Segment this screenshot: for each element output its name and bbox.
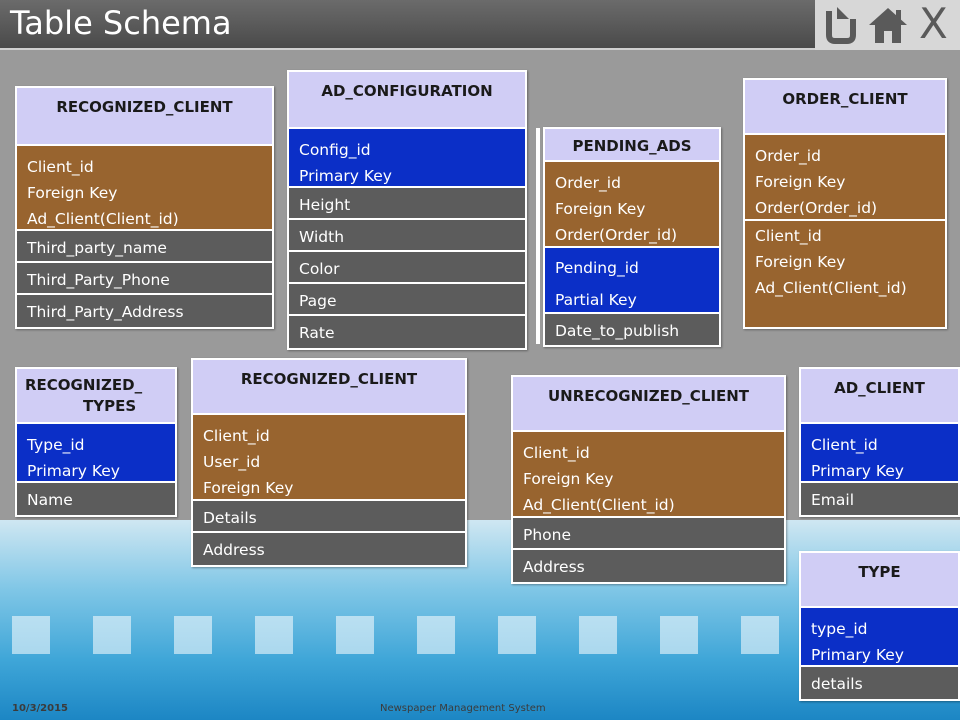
field-text: Client_id — [27, 158, 94, 176]
table-recognized-client-2: RECOGNIZED_CLIENT Client_id User_id Fore… — [191, 358, 467, 567]
field-text: Config_id — [299, 141, 371, 159]
table-row: Height — [289, 188, 525, 220]
table-header: RECOGNIZED_CLIENT — [17, 88, 272, 146]
field-text: Primary Key — [299, 167, 392, 185]
decorative-square — [417, 616, 455, 654]
table-row: Date_to_publish — [545, 314, 719, 345]
table-row: Order_id Foreign Key Order(Order_id) — [545, 162, 719, 248]
slide-title: Table Schema — [10, 4, 232, 42]
table-ad-client: AD_CLIENT Client_id Primary Key Email — [799, 367, 960, 517]
table-header: TYPE — [801, 553, 958, 608]
table-header: ORDER_CLIENT — [745, 80, 945, 135]
field-text: type_id — [811, 620, 868, 638]
table-row: Client_id User_id Foreign Key — [193, 415, 465, 501]
table-row: Third_Party_Phone — [17, 263, 272, 295]
decorative-square — [336, 616, 374, 654]
table-row: Client_id Foreign Key Ad_Client(Client_i… — [745, 221, 945, 327]
decorative-square — [660, 616, 698, 654]
table-recognized-types: RECOGNIZED_ TYPES Type_id Primary Key Na… — [15, 367, 177, 517]
field-text: Foreign Key — [755, 173, 846, 191]
table-row: Client_id Foreign Key Ad_Client(Client_i… — [513, 432, 784, 518]
table-header-line: RECOGNIZED_ — [25, 376, 143, 394]
table-row: Rate — [289, 316, 525, 348]
field-text: User_id — [203, 453, 261, 471]
close-button[interactable]: X — [919, 0, 948, 48]
table-row: Type_id Primary Key — [17, 424, 175, 483]
field-text: Primary Key — [27, 462, 120, 480]
field-text: Partial Key — [555, 291, 637, 309]
footer-date: 10/3/2015 — [12, 703, 69, 714]
table-row: Email — [801, 483, 958, 515]
table-header: RECOGNIZED_ TYPES — [17, 369, 175, 424]
table-header: AD_CLIENT — [801, 369, 958, 424]
table-row: Third_Party_Address — [17, 295, 272, 327]
field-text: Primary Key — [811, 646, 904, 664]
table-row: Address — [193, 533, 465, 565]
back-arrow-icon[interactable] — [821, 5, 859, 45]
decorative-square — [174, 616, 212, 654]
field-text: Type_id — [27, 436, 85, 454]
field-text: Client_id — [523, 444, 590, 462]
field-text: Primary Key — [811, 462, 904, 480]
table-header: RECOGNIZED_CLIENT — [193, 360, 465, 415]
table-row: Config_id Primary Key — [289, 129, 525, 188]
table-row: Address — [513, 550, 784, 582]
decorative-square — [498, 616, 536, 654]
table-row: Client_id Foreign Key Ad_Client(Client_i… — [17, 146, 272, 231]
field-text: Order_id — [555, 174, 621, 192]
divider — [536, 128, 540, 344]
field-text: Client_id — [203, 427, 270, 445]
table-row: Name — [17, 483, 175, 515]
field-text: Ad_Client(Client_id) — [27, 210, 179, 228]
field-text: Foreign Key — [27, 184, 118, 202]
decorative-square — [12, 616, 50, 654]
table-row: Pending_id Partial Key — [545, 248, 719, 314]
home-icon[interactable] — [867, 5, 909, 45]
table-row: details — [801, 667, 958, 699]
decorative-square — [255, 616, 293, 654]
table-row: Page — [289, 284, 525, 316]
table-header: UNRECOGNIZED_CLIENT — [513, 377, 784, 432]
field-text: Order(Order_id) — [555, 226, 678, 244]
table-header: AD_CONFIGURATION — [289, 72, 525, 129]
decorative-square — [579, 616, 617, 654]
table-order-client: ORDER_CLIENT Order_id Foreign Key Order(… — [743, 78, 947, 329]
footer-title: Newspaper Management System — [380, 703, 546, 714]
table-recognized-client-1: RECOGNIZED_CLIENT Client_id Foreign Key … — [15, 86, 274, 329]
field-text: Pending_id — [555, 259, 639, 277]
field-text: Order_id — [755, 147, 821, 165]
field-text: Ad_Client(Client_id) — [755, 279, 907, 297]
table-type: TYPE type_id Primary Key details — [799, 551, 960, 701]
table-row: Width — [289, 220, 525, 252]
table-row: Client_id Primary Key — [801, 424, 958, 483]
field-text: Foreign Key — [203, 479, 294, 497]
field-text: Client_id — [755, 227, 822, 245]
field-text: Foreign Key — [523, 470, 614, 488]
table-row: Order_id Foreign Key Order(Order_id) — [745, 135, 945, 221]
table-ad-configuration: AD_CONFIGURATION Config_id Primary Key H… — [287, 70, 527, 350]
table-unrecognized-client: UNRECOGNIZED_CLIENT Client_id Foreign Ke… — [511, 375, 786, 584]
field-text: Foreign Key — [755, 253, 846, 271]
table-header: PENDING_ADS — [545, 129, 719, 162]
field-text: Ad_Client(Client_id) — [523, 496, 675, 514]
decorative-square — [741, 616, 779, 654]
table-row: Details — [193, 501, 465, 533]
table-row: Third_party_name — [17, 231, 272, 263]
title-bar: Table Schema — [0, 0, 815, 50]
navigation-buttons: X — [815, 0, 960, 50]
table-pending-ads: PENDING_ADS Order_id Foreign Key Order(O… — [543, 127, 721, 347]
table-row: Color — [289, 252, 525, 284]
field-text: Foreign Key — [555, 200, 646, 218]
field-text: Order(Order_id) — [755, 199, 878, 217]
field-text: Client_id — [811, 436, 878, 454]
table-row: Phone — [513, 518, 784, 550]
table-row: type_id Primary Key — [801, 608, 958, 667]
decorative-square — [93, 616, 131, 654]
table-header-line: TYPES — [83, 397, 137, 415]
